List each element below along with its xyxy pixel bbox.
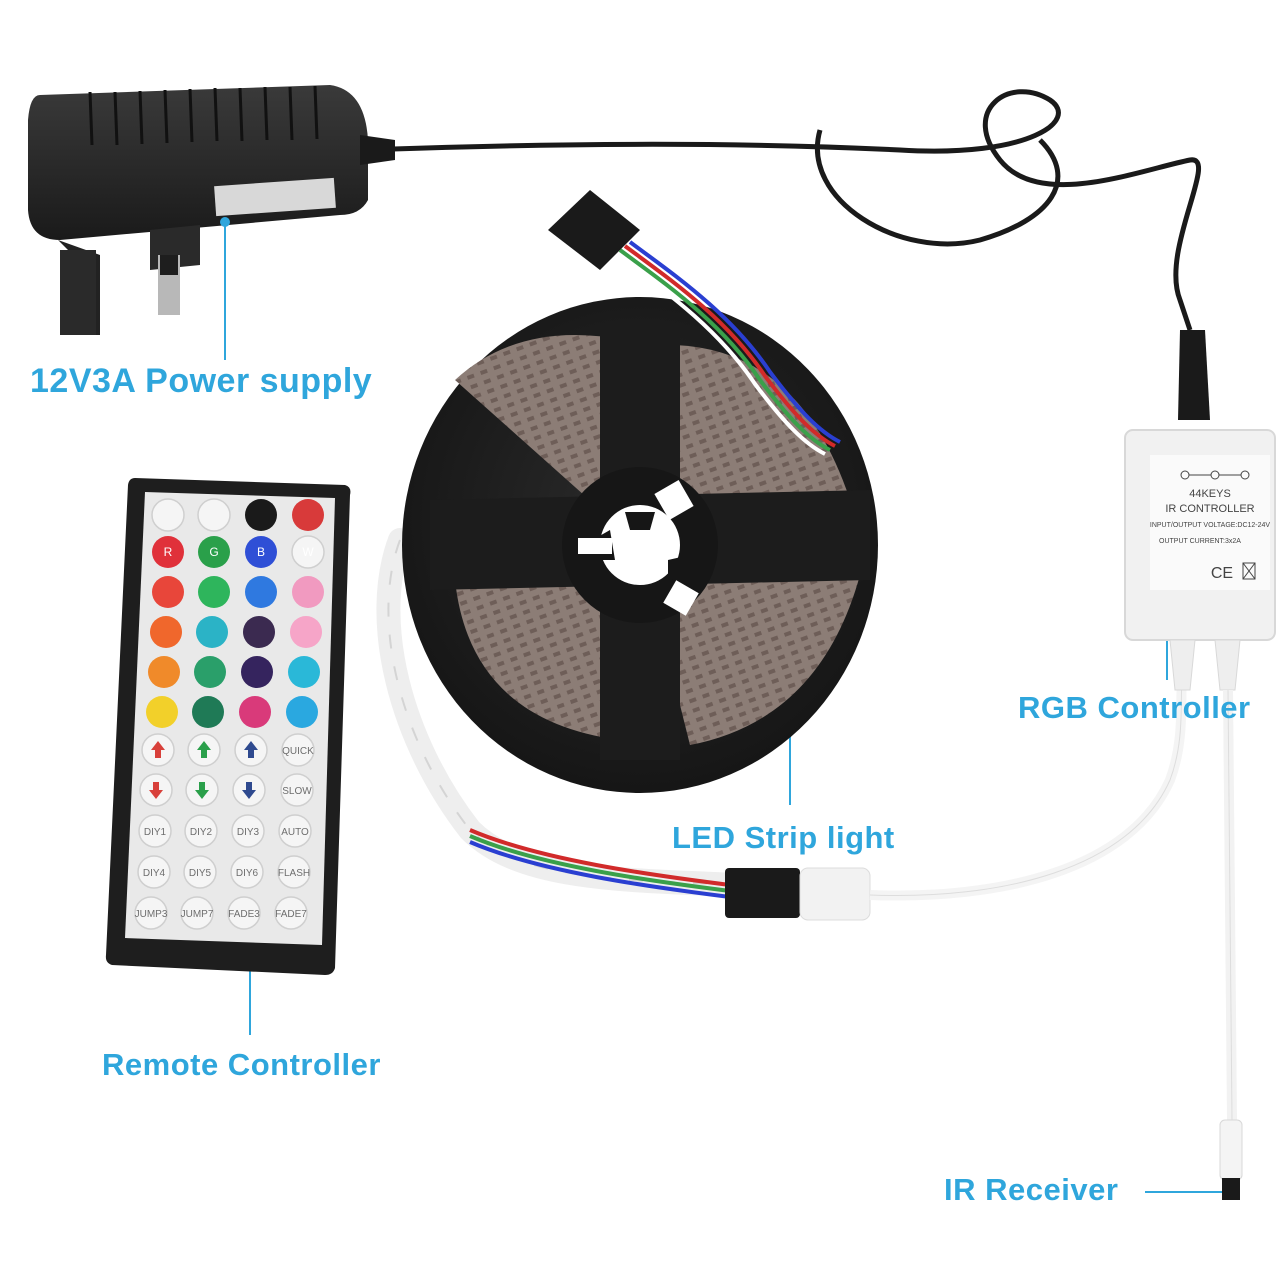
color-button-label: B [257,545,265,559]
label-ir-receiver: IR Receiver [944,1172,1119,1207]
ce-mark-text: CE [1211,565,1233,582]
rgb-controller-box: 44KEYS IR CONTROLLER INPUT/OUTPUT VOLTAG… [1124,330,1276,691]
mode-button[interactable] [134,896,168,930]
color-preset-button[interactable] [288,656,320,688]
arrow-up-icon [151,741,165,758]
flash-button[interactable] [277,855,311,889]
color-button-label: W [302,545,314,559]
color-button-label: G [209,545,218,559]
diy-label: DIY2 [190,827,213,838]
diy-label: DIY6 [236,868,259,879]
diy-label: DIY3 [237,827,260,838]
diy-button[interactable] [137,855,171,889]
label-led-strip: LED Strip light [672,820,895,855]
brightness-up-icon[interactable] [151,498,185,532]
diy-label: DIY1 [144,827,167,838]
color-preset-button[interactable] [150,616,182,648]
strip-bottom-connector [469,679,1187,921]
color-preset-button[interactable] [194,656,226,688]
color-preset-button[interactable] [243,616,275,648]
diy-button[interactable] [184,814,218,848]
label-remote-controller: Remote Controller [102,1047,381,1082]
mode-button[interactable] [274,896,308,930]
mode-button[interactable] [227,896,261,930]
color-preset-button[interactable] [148,656,180,688]
mode-label: JUMP7 [181,909,214,920]
power-cable [364,89,1202,331]
mode-label: FADE3 [228,909,260,920]
power-icon[interactable] [292,499,324,531]
flash-label: FLASH [278,868,310,879]
power-adapter [28,85,395,335]
diy-label: DIY4 [143,868,166,879]
color-preset-button[interactable] [152,576,184,608]
label-power-supply: 12V3A Power supply [30,362,373,400]
slow-button[interactable] [280,773,314,807]
color-preset-button[interactable] [192,696,224,728]
controller-name-text: IR CONTROLLER [1165,503,1254,515]
color-button-label: R [164,545,173,559]
mode-label: FADE7 [275,909,307,920]
arrow-up-icon [197,741,211,758]
arrow-down-icon [195,782,209,799]
color-preset-button[interactable] [196,616,228,648]
color-preset-button[interactable] [239,696,271,728]
diy-button[interactable] [138,814,172,848]
slow-label: SLOW [282,786,312,797]
led-reel [402,297,878,793]
auto-label: AUTO [281,827,309,838]
color-preset-button[interactable] [292,576,324,608]
controller-keys-text: 44KEYS [1189,488,1231,500]
diy-label: DIY5 [189,868,212,879]
color-preset-button[interactable] [241,656,273,688]
mode-button[interactable] [180,896,214,930]
color-button-r[interactable] [152,536,184,568]
color-preset-button[interactable] [146,696,178,728]
diy-button[interactable] [230,855,264,889]
diy-button[interactable] [183,855,217,889]
controller-voltage-text: INPUT/OUTPUT VOLTAGE:DC12-24V [1150,522,1271,529]
color-preset-button[interactable] [198,576,230,608]
controller-current-text: OUTPUT CURRENT:3x2A [1159,538,1241,545]
color-preset-button[interactable] [290,616,322,648]
play-pause-icon[interactable] [245,499,277,531]
label-rgb-controller: RGB Controller [1018,690,1251,725]
diy-button[interactable] [231,814,265,848]
color-button-w[interactable] [291,535,325,569]
color-preset-button[interactable] [245,576,277,608]
quick-label: QUICK [282,746,314,757]
brightness-down-icon[interactable] [197,498,231,532]
quick-button[interactable] [281,733,315,767]
color-button-b[interactable] [245,536,277,568]
strip-top-connector [548,190,841,456]
arrow-up-icon [244,741,258,758]
mode-label: JUMP3 [135,909,168,920]
arrow-down-icon [242,782,256,799]
ir-receiver-cable [1219,689,1243,1200]
auto-button[interactable] [278,814,312,848]
color-button-g[interactable] [198,536,230,568]
arrow-down-icon [149,782,163,799]
color-preset-button[interactable] [286,696,318,728]
